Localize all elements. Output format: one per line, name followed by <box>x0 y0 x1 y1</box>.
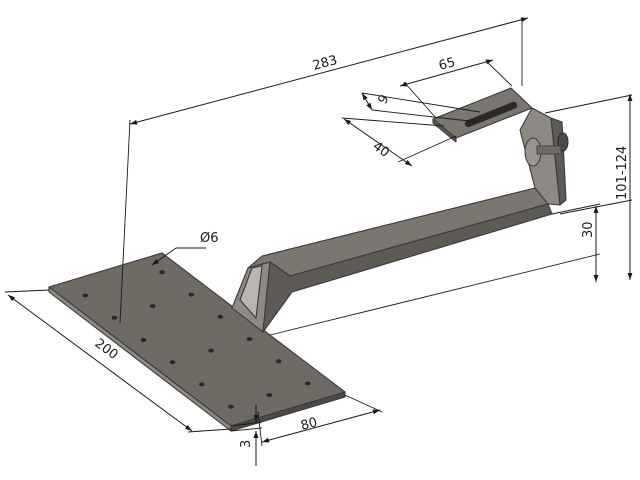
dim-slot-width: 9 <box>375 92 392 107</box>
mounting-hole <box>82 293 89 298</box>
arm-top-face <box>247 187 549 277</box>
mounting-hole <box>275 359 282 364</box>
mounting-hole <box>208 348 214 353</box>
dim-offset-height: 30 <box>581 221 596 238</box>
dim-adjust-range: 101-124 <box>615 146 630 200</box>
mounting-hole <box>266 393 273 398</box>
dim-top-width: 65 <box>437 55 457 74</box>
dim-thickness: 3 <box>239 440 254 448</box>
dim-slot-length: 40 <box>370 139 392 161</box>
mounting-hole <box>217 314 224 319</box>
hook-arm <box>231 87 569 333</box>
mounting-hole <box>188 292 194 297</box>
hook-top-flange <box>432 87 533 139</box>
arm-riser-highlight <box>239 265 263 319</box>
adjust-bolt-shank <box>536 145 562 155</box>
mounting-hole <box>140 337 147 342</box>
mounting-hole <box>169 360 176 365</box>
dimension-lines <box>4 17 633 466</box>
mounting-hole <box>150 304 156 309</box>
dim-plate-width: 80 <box>299 415 319 434</box>
mounting-hole <box>304 381 311 386</box>
mounting-hole <box>159 270 165 275</box>
mounting-hole <box>228 404 234 409</box>
dim-overall-length: 283 <box>311 53 339 74</box>
mounting-hole <box>111 315 118 320</box>
dim-hole-diameter: Ø6 <box>200 231 219 246</box>
mounting-hole <box>246 337 253 342</box>
mounting-hole <box>199 382 205 387</box>
